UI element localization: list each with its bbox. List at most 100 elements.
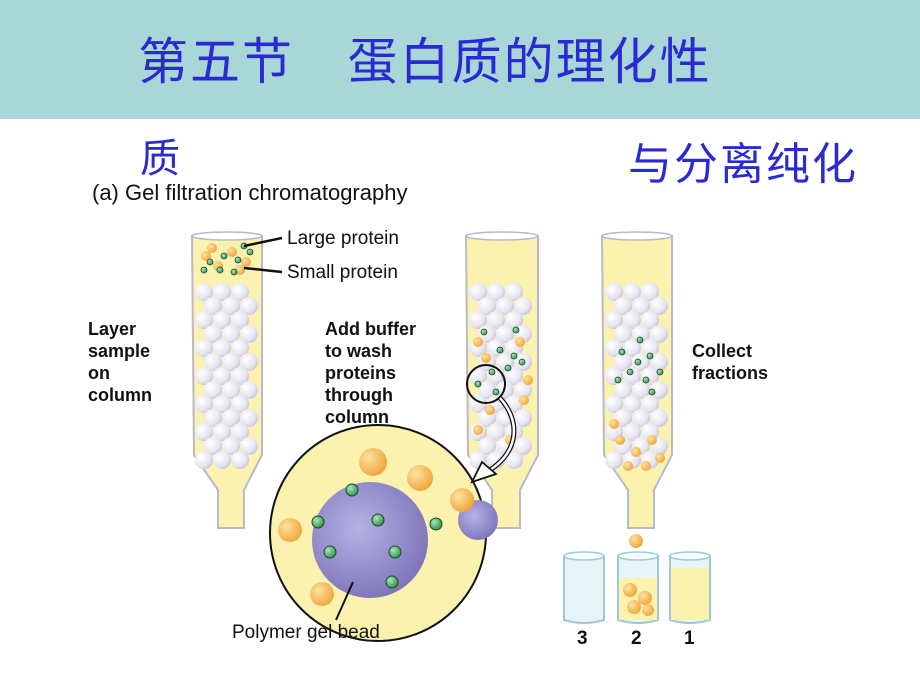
title-bar — [0, 0, 920, 122]
gel-bead — [222, 437, 240, 455]
gel-bead — [213, 311, 231, 329]
falling-drop — [629, 534, 643, 548]
gel-bead — [614, 325, 632, 343]
large-protein — [623, 461, 633, 471]
large-protein — [485, 405, 495, 415]
small-protein — [230, 268, 238, 276]
gel-bead — [650, 297, 668, 315]
gel-bead — [222, 325, 240, 343]
gel-bead — [496, 325, 514, 343]
large-protein — [647, 435, 657, 445]
large-protein — [227, 247, 237, 257]
gel-bead — [623, 339, 641, 357]
gel-bead — [505, 283, 523, 301]
small-protein — [510, 352, 518, 360]
gel-bead — [195, 311, 213, 329]
subtitle-left: 质 — [140, 136, 180, 182]
gel-bead — [514, 409, 532, 427]
title-rule — [0, 119, 920, 122]
gel-bead — [204, 381, 222, 399]
gel-bead — [478, 381, 496, 399]
small-protein — [496, 346, 504, 354]
large-protein — [631, 447, 641, 457]
small-protein — [480, 328, 488, 336]
gel-bead — [650, 381, 668, 399]
large-protein-pointer — [243, 236, 283, 248]
gel-bead — [514, 297, 532, 315]
gel-bead — [641, 339, 659, 357]
gel-bead — [469, 311, 487, 329]
gel-bead — [222, 353, 240, 371]
gel-bead — [614, 297, 632, 315]
gel-bead — [632, 381, 650, 399]
gel-bead — [505, 311, 523, 329]
small-protein — [474, 380, 482, 388]
small-protein — [614, 376, 622, 384]
gel-bead — [240, 381, 258, 399]
gel-bead — [213, 451, 231, 469]
gel-bead — [240, 325, 258, 343]
gel-bead — [240, 353, 258, 371]
small-protein — [488, 368, 496, 376]
small-protein — [492, 388, 500, 396]
small-protein — [216, 266, 224, 274]
gel-bead — [231, 395, 249, 413]
gel-bead — [195, 367, 213, 385]
small-protein — [634, 358, 642, 366]
gel-bead — [623, 423, 641, 441]
small-protein — [518, 358, 526, 366]
small-protein — [220, 252, 228, 260]
gel-bead — [623, 311, 641, 329]
magnified-view — [269, 424, 498, 642]
gel-bead — [195, 423, 213, 441]
small-protein — [648, 388, 656, 396]
large-protein — [201, 251, 211, 261]
large-protein — [235, 265, 245, 275]
collection-tubes — [563, 551, 711, 624]
large-protein — [641, 461, 651, 471]
large-protein — [473, 425, 483, 435]
gel-bead — [514, 381, 532, 399]
large-protein — [615, 435, 625, 445]
gel-bead — [231, 311, 249, 329]
slide-title: 第五节 蛋白质的理化性 — [138, 33, 712, 91]
gel-bead — [623, 395, 641, 413]
gel-bead — [478, 437, 496, 455]
gel-bead — [641, 311, 659, 329]
small-protein — [206, 258, 214, 266]
small-protein — [626, 368, 634, 376]
gel-bead — [650, 325, 668, 343]
tube-number-2: 2 — [631, 628, 642, 649]
tube-number-3: 3 — [577, 628, 588, 649]
gel-bead — [487, 423, 505, 441]
gel-bead — [213, 395, 231, 413]
gel-bead — [195, 283, 213, 301]
gel-bead — [240, 437, 258, 455]
small-protein — [618, 348, 626, 356]
gel-bead — [213, 339, 231, 357]
gel-bead — [605, 451, 623, 469]
small-protein — [234, 256, 242, 264]
gel-bead — [505, 367, 523, 385]
gel-bead — [623, 283, 641, 301]
gel-bead — [204, 353, 222, 371]
large-protein — [515, 337, 525, 347]
large-protein — [519, 395, 529, 405]
small-protein — [200, 266, 208, 274]
gel-bead — [496, 297, 514, 315]
gel-bead — [469, 283, 487, 301]
large-protein — [241, 257, 251, 267]
small-protein — [504, 364, 512, 372]
small-protein-label: Small protein — [287, 262, 398, 283]
gel-bead — [204, 437, 222, 455]
bead-label: Polymer gel bead — [232, 622, 380, 643]
gel-bead — [487, 311, 505, 329]
gel-bead — [222, 409, 240, 427]
gel-bead — [641, 395, 659, 413]
small-protein — [512, 326, 520, 334]
small-protein — [656, 368, 664, 376]
gel-bead — [204, 297, 222, 315]
large-protein-label: Large protein — [287, 228, 399, 249]
gel-bead — [514, 437, 532, 455]
gel-bead — [231, 423, 249, 441]
